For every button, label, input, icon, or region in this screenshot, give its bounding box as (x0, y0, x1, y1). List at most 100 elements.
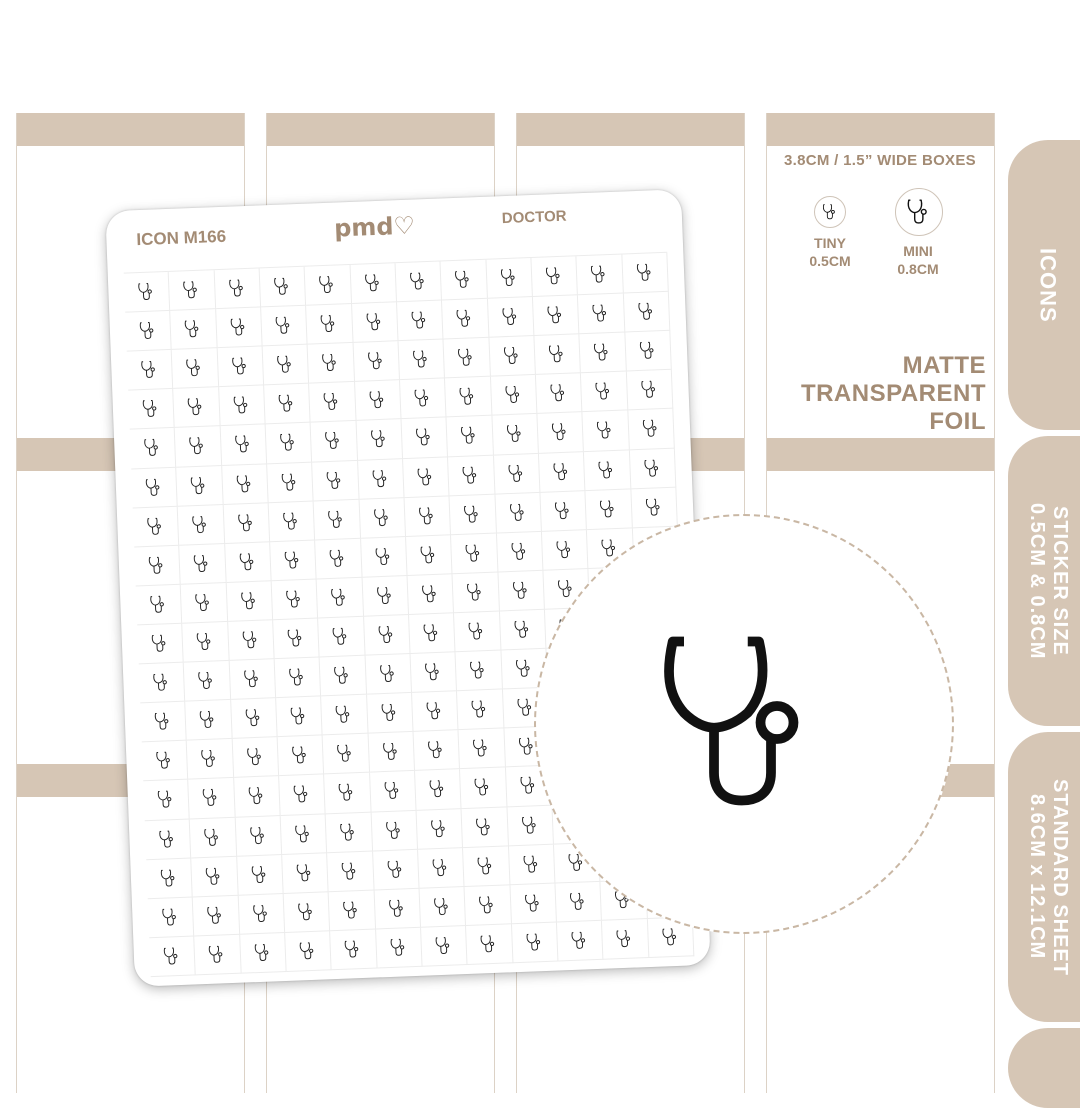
sticker-cell (280, 813, 328, 855)
stethoscope-icon (186, 359, 201, 377)
sticker-cell (496, 531, 544, 573)
stethoscope-icon (250, 826, 264, 844)
sticker-cell (232, 737, 280, 779)
stethoscope-icon (293, 785, 308, 803)
sticker-cell (224, 542, 272, 583)
stethoscope-icon (518, 738, 533, 756)
sticker-cell (230, 698, 278, 740)
stethoscope-icon (432, 858, 447, 876)
sticker-cell (238, 893, 286, 935)
stethoscope-icon (251, 865, 266, 883)
stethoscope-icon (520, 777, 534, 795)
sticker-cell (406, 535, 453, 576)
stethoscope-icon (204, 828, 219, 846)
stethoscope-icon (232, 357, 246, 375)
sticker-cell (647, 917, 695, 959)
header-band (267, 113, 494, 146)
sticker-cell (421, 925, 468, 967)
sticker-cell (501, 648, 548, 690)
sticker-cell (277, 735, 325, 777)
sticker-cell (318, 616, 366, 658)
sticker-cell (486, 258, 533, 299)
sticker-cell (264, 383, 311, 425)
stethoscope-icon (194, 554, 208, 572)
sticker-cell (371, 810, 419, 852)
stethoscope-icon (549, 345, 563, 363)
stethoscope-icon (207, 906, 222, 924)
sticker-cell (626, 370, 674, 411)
stethoscope-icon (422, 585, 436, 603)
sticker-cell (138, 662, 186, 704)
sticker-cell (218, 385, 266, 427)
sticker-cell (137, 623, 185, 665)
stethoscope-icon (209, 945, 223, 963)
sticker-cell (276, 696, 323, 738)
stethoscope-icon (298, 903, 312, 921)
sticker-cell (538, 451, 586, 493)
sticker-cell (274, 657, 322, 699)
sticker-cell (397, 300, 444, 342)
stethoscope-icon (461, 427, 476, 445)
tab-standard-sheet[interactable]: STANDARD SHEET 8.6CM x 12.1CM (1008, 732, 1080, 1022)
sticker-cell (134, 545, 182, 587)
sticker-cell (220, 424, 268, 466)
stethoscope-icon (235, 435, 249, 453)
sticker-cell (372, 849, 420, 891)
stethoscope-icon (242, 631, 257, 649)
sticker-cell (273, 618, 320, 660)
sticker-cell (576, 254, 624, 296)
tab-icons[interactable]: ICONS (1008, 140, 1080, 430)
stethoscope-icon (521, 816, 536, 834)
stethoscope-icon (337, 745, 352, 763)
sticker-cell (129, 428, 177, 470)
sticker-cell (445, 377, 493, 418)
stethoscope-icon (416, 428, 430, 446)
stethoscope-icon (333, 627, 347, 645)
stethoscope-icon (558, 580, 572, 597)
stethoscope-icon (526, 933, 540, 951)
tab-partial[interactable] (1008, 1028, 1080, 1108)
sticker-cell (602, 918, 650, 960)
sticker-cell (307, 343, 355, 384)
stethoscope-icon (641, 381, 655, 399)
sticker-cell (217, 346, 265, 388)
stethoscope-icon (189, 437, 204, 455)
stethoscope-icon (299, 942, 314, 960)
stethoscope-icon (411, 311, 426, 329)
sticker-cell (540, 490, 588, 532)
sticker-cell (328, 890, 376, 932)
stethoscope-icon (460, 388, 474, 406)
sticker-cell (354, 380, 402, 422)
sticker-cell (369, 771, 417, 813)
sticker-cell (350, 263, 398, 305)
stethoscope-icon (636, 263, 651, 281)
tiny-size-badge (814, 196, 846, 228)
stethoscope-icon (390, 938, 405, 956)
stethoscope-icon (511, 542, 525, 560)
sticker-cell (499, 609, 547, 651)
sticker-cell (375, 927, 423, 969)
sticker-cell (306, 304, 354, 345)
stethoscope-icon (185, 320, 199, 338)
sticker-cell (193, 895, 240, 937)
header-band (517, 113, 744, 146)
sticker-cell (490, 375, 538, 417)
sticker-cell (357, 458, 405, 500)
sticker-cell (223, 502, 271, 544)
stethoscope-icon (183, 281, 198, 299)
sticker-cell (229, 659, 277, 701)
sticker-cell (262, 344, 310, 386)
stethoscope-icon (479, 896, 494, 914)
sticker-cell (553, 842, 601, 884)
stethoscope-icon (413, 350, 427, 368)
stethoscope-icon (236, 474, 251, 492)
sticker-cell (285, 931, 332, 972)
stethoscope-icon (188, 398, 202, 416)
stethoscope-icon (464, 505, 479, 523)
sticker-cell (233, 776, 281, 818)
stethoscope-icon (327, 471, 341, 489)
stethoscope-icon (277, 356, 291, 373)
sticker-cell (182, 621, 230, 663)
stethoscope-icon (156, 752, 171, 769)
tab-sticker-size[interactable]: STICKER SIZE 0.5CM & 0.8CM (1008, 436, 1080, 726)
